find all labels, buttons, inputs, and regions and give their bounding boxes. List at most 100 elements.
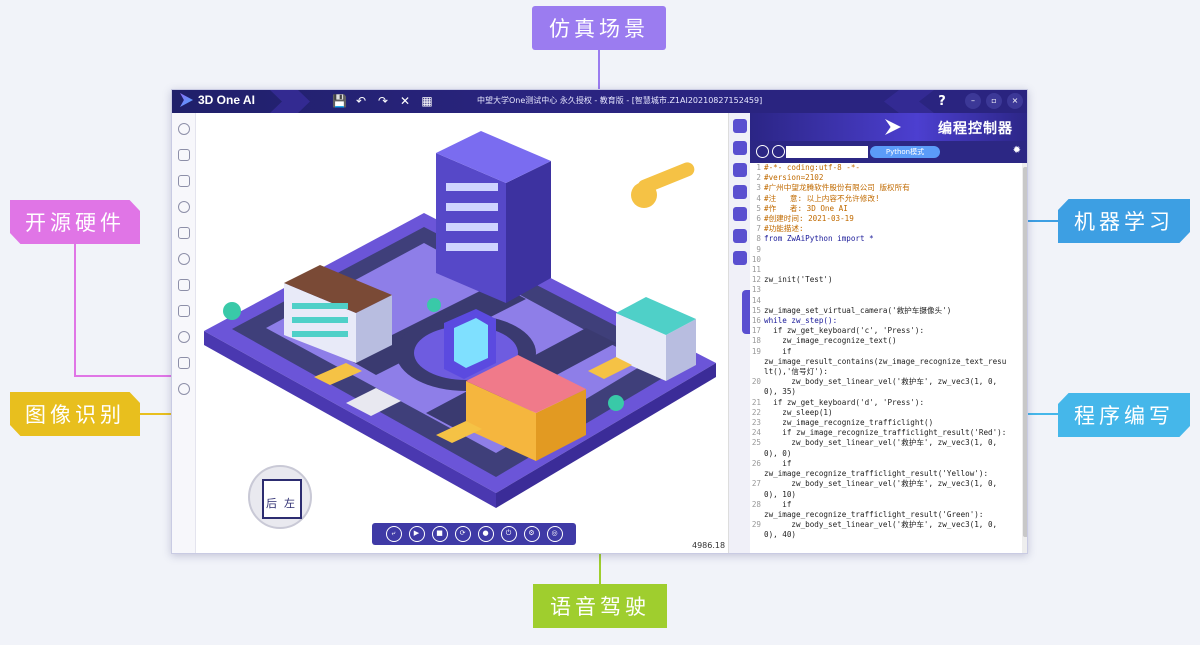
code-line[interactable]: 21 if zw_get_keyboard('d', 'Press'): bbox=[750, 398, 1022, 408]
code-scrollbar-thumb[interactable] bbox=[1023, 167, 1027, 537]
titlebar-decoration bbox=[270, 90, 310, 113]
code-line[interactable]: 23 zw_image_recognize_trafficlight() bbox=[750, 418, 1022, 428]
code-search-input[interactable] bbox=[786, 146, 868, 158]
line-number: 3 bbox=[756, 183, 761, 193]
save-code-icon[interactable] bbox=[772, 145, 785, 158]
power-button[interactable]: ⏻ bbox=[500, 526, 517, 542]
play-button[interactable]: ▶ bbox=[408, 526, 425, 542]
tool-gear-icon[interactable] bbox=[178, 201, 190, 213]
code-line[interactable]: zw_image_recognize_trafficlight_result('… bbox=[750, 469, 1022, 479]
code-line[interactable]: zw_image_result_contains(zw_image_recogn… bbox=[750, 357, 1022, 367]
code-line[interactable]: 9 bbox=[750, 245, 1022, 255]
line-number: 22 bbox=[751, 407, 761, 417]
code-line[interactable]: 0), 10) bbox=[750, 490, 1022, 500]
line-number: 19 bbox=[751, 346, 761, 356]
code-line[interactable]: 24 if zw_image_recognize_trafficlight_re… bbox=[750, 428, 1022, 438]
code-line[interactable]: 17 if zw_get_keyboard('c', 'Press'): bbox=[750, 326, 1022, 336]
close-button[interactable]: × bbox=[1007, 93, 1023, 109]
line-number: 26 bbox=[751, 458, 761, 468]
exit-simulation-button[interactable]: ⤶ bbox=[385, 526, 402, 542]
camera-icon[interactable] bbox=[733, 185, 747, 199]
code-line[interactable]: 1#-*- coding:utf-8 -*- bbox=[750, 163, 1022, 173]
code-text: #作 者: 3D One AI bbox=[764, 203, 848, 213]
code-line[interactable]: 0), 0) bbox=[750, 449, 1022, 459]
tool-document-icon[interactable] bbox=[178, 357, 190, 369]
code-scrollbar[interactable] bbox=[1022, 163, 1027, 553]
tool-link-icon[interactable] bbox=[178, 253, 190, 265]
code-line[interactable]: 4#注 意: 以上内容不允许修改! bbox=[750, 194, 1022, 204]
undo-icon[interactable]: ↶ bbox=[355, 94, 367, 108]
code-line[interactable]: 18 zw_image_recognize_text() bbox=[750, 336, 1022, 346]
code-line[interactable]: 7#功能描述: bbox=[750, 224, 1022, 234]
reset-button[interactable]: ⟳ bbox=[454, 526, 471, 542]
code-line[interactable]: 3#广州中望龙腾软件股份有限公司 版权所有 bbox=[750, 183, 1022, 193]
code-line[interactable]: 11 bbox=[750, 265, 1022, 275]
maximize-button[interactable]: ▫ bbox=[986, 93, 1002, 109]
code-line[interactable]: 20 zw_body_set_linear_vel('救护车', zw_vec3… bbox=[750, 377, 1022, 387]
theme-toggle-icon[interactable]: ✹ bbox=[1012, 145, 1021, 156]
code-line[interactable]: 0), 40) bbox=[750, 530, 1022, 540]
image-icon[interactable] bbox=[733, 119, 747, 133]
tool-text-icon[interactable] bbox=[178, 227, 190, 239]
python-mode-toggle[interactable]: Python模式 bbox=[870, 146, 940, 158]
camera-button[interactable]: ◎ bbox=[546, 526, 563, 542]
settings-button[interactable]: ⚙ bbox=[523, 526, 540, 542]
line-number: 12 bbox=[751, 275, 761, 285]
grid-icon[interactable]: ▦ bbox=[421, 94, 433, 108]
record-button[interactable]: ● bbox=[477, 526, 494, 542]
help-button[interactable]: ? bbox=[938, 93, 946, 109]
smart-city-model[interactable] bbox=[196, 113, 728, 513]
tool-target-icon[interactable] bbox=[178, 331, 190, 343]
code-line[interactable]: 10 bbox=[750, 255, 1022, 265]
stop-button[interactable]: ■ bbox=[431, 526, 448, 542]
view-cube[interactable]: 后 左 bbox=[248, 465, 312, 529]
line-number bbox=[750, 387, 764, 397]
ml-icon[interactable] bbox=[733, 229, 747, 243]
run-code-icon[interactable] bbox=[756, 145, 769, 158]
code-line[interactable]: 22 zw_sleep(1) bbox=[750, 408, 1022, 418]
scene-viewport[interactable]: 后 左 ⤶ ▶ ■ ⟳ ● ⏻ ⚙ ◎ 4986.18 mm bbox=[196, 113, 747, 553]
tool-motion-icon[interactable] bbox=[178, 279, 190, 291]
line-number: 5 bbox=[756, 203, 761, 213]
delete-icon[interactable]: ✕ bbox=[399, 94, 411, 108]
network-icon[interactable] bbox=[733, 207, 747, 221]
tool-basic-shape-icon[interactable] bbox=[178, 123, 190, 135]
code-line[interactable]: 14 bbox=[750, 296, 1022, 306]
code-line[interactable]: 27 zw_body_set_linear_vel('救护车', zw_vec3… bbox=[750, 479, 1022, 489]
code-line[interactable]: 2#version=2102 bbox=[750, 173, 1022, 183]
code-line[interactable]: lt(),'信号灯'): bbox=[750, 367, 1022, 377]
app-name: 3D One AI bbox=[198, 93, 255, 107]
panel-collapse-tab[interactable] bbox=[742, 290, 750, 334]
tool-measure-icon[interactable] bbox=[178, 305, 190, 317]
code-toolbar: Python模式 ✹ bbox=[750, 141, 1027, 163]
code-line[interactable]: 6#创建时间: 2021-03-19 bbox=[750, 214, 1022, 224]
line-number: 17 bbox=[751, 326, 761, 336]
tool-chart-icon[interactable] bbox=[178, 175, 190, 187]
minimize-button[interactable]: – bbox=[965, 93, 981, 109]
bird-icon[interactable] bbox=[733, 141, 747, 155]
code-line[interactable]: 0), 35) bbox=[750, 387, 1022, 397]
robot-icon[interactable] bbox=[733, 163, 747, 177]
code-line[interactable]: zw_image_recognize_trafficlight_result('… bbox=[750, 510, 1022, 520]
code-text: 0), 35) bbox=[764, 387, 797, 397]
redo-icon[interactable]: ↷ bbox=[377, 94, 389, 108]
tool-network-icon[interactable] bbox=[178, 383, 190, 395]
tool-cube-icon[interactable] bbox=[178, 149, 190, 161]
code-line[interactable]: 29 zw_body_set_linear_vel('救护车', zw_vec3… bbox=[750, 520, 1022, 530]
code-icon[interactable] bbox=[733, 251, 747, 265]
line-number: 15 bbox=[751, 305, 761, 315]
code-line[interactable]: 26 if bbox=[750, 459, 1022, 469]
view-cube-face[interactable]: 后 左 bbox=[262, 479, 302, 519]
code-line[interactable]: 19 if bbox=[750, 347, 1022, 357]
save-icon[interactable]: 💾 bbox=[332, 94, 347, 108]
code-line[interactable]: 5#作 者: 3D One AI bbox=[750, 204, 1022, 214]
code-line[interactable]: 13 bbox=[750, 285, 1022, 295]
view-cube-back-label: 后 bbox=[266, 497, 277, 510]
code-line[interactable]: 25 zw_body_set_linear_vel('救护车', zw_vec3… bbox=[750, 438, 1022, 448]
code-line[interactable]: 28 if bbox=[750, 500, 1022, 510]
